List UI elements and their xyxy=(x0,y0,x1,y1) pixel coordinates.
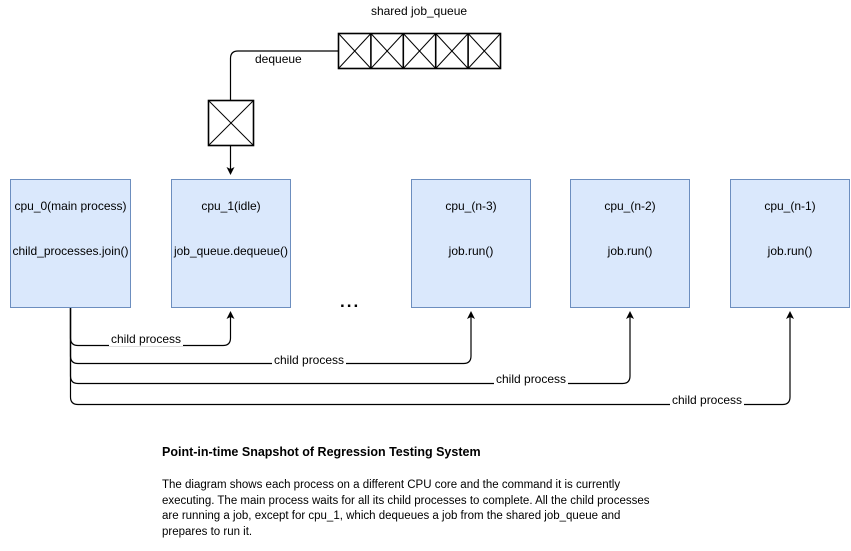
child-process-edge-label-2: child process xyxy=(272,353,347,367)
cpu-title-cpu-n-3: cpu_(n-3) xyxy=(445,199,497,213)
dequeue-edge-label: dequeue xyxy=(253,52,304,66)
caption-title: Point-in-time Snapshot of Regression Tes… xyxy=(162,445,481,459)
cpu-box-cpu-n-2[interactable]: cpu_(n-2) job.run() xyxy=(570,179,690,308)
dequeue-connector xyxy=(229,50,338,100)
cpu-command-cpu-0: child_processes.join() xyxy=(12,244,129,258)
cpu-box-cpu-0[interactable]: cpu_0(main process) child_processes.join… xyxy=(10,179,131,308)
child-process-edge-label-4: child process xyxy=(670,393,745,407)
child-process-edge-label-3: child process xyxy=(494,372,569,386)
cpu-title-cpu-0: cpu_0(main process) xyxy=(14,199,127,213)
cpu-box-cpu-n-1[interactable]: cpu_(n-1) job.run() xyxy=(730,179,850,308)
child-process-edge-label-1: child process xyxy=(109,332,184,346)
ellipsis-indicator: ... xyxy=(340,292,361,311)
cpu-title-cpu-n-2: cpu_(n-2) xyxy=(604,199,656,213)
shared-job-queue-shape xyxy=(337,32,502,70)
cpu-command-cpu-n-2: job.run() xyxy=(607,244,653,258)
cpu-title-cpu-n-1: cpu_(n-1) xyxy=(764,199,816,213)
child-process-connector-4 xyxy=(69,308,794,406)
cpu-box-cpu-n-3[interactable]: cpu_(n-3) job.run() xyxy=(411,179,531,308)
caption-body: The diagram shows each process on a diff… xyxy=(162,479,650,538)
cpu-command-cpu-1: job_queue.dequeue() xyxy=(173,244,289,258)
shared-job-queue-label: shared job_queue xyxy=(370,4,468,18)
cpu-box-cpu-1[interactable]: cpu_1(idle) job_queue.dequeue() xyxy=(171,179,291,308)
cpu-title-cpu-1: cpu_1(idle) xyxy=(201,199,261,213)
dequeued-job-shape xyxy=(207,99,255,147)
cpu-command-cpu-n-1: job.run() xyxy=(767,244,813,258)
cpu-command-cpu-n-3: job.run() xyxy=(448,244,494,258)
